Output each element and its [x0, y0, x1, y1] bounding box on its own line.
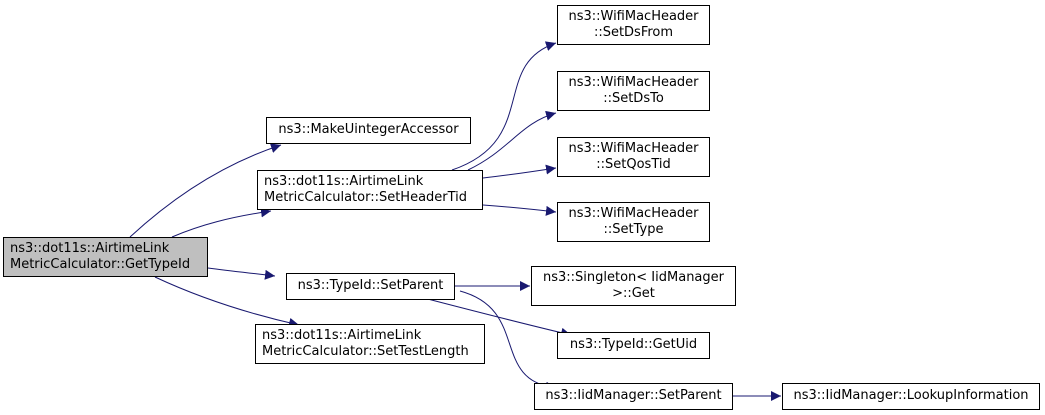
- node-typeid-setparent[interactable]: ns3::TypeId::SetParent: [286, 273, 455, 300]
- node-gettypeid: ns3::dot11s::AirtimeLink MetricCalculato…: [3, 237, 208, 277]
- node-setqostid-line1: ns3::WifiMacHeader: [568, 141, 699, 156]
- edge-setheadertid-to-setqostid: [482, 164, 557, 179]
- node-setdsto-line2: ::SetDsTo: [603, 91, 664, 106]
- node-singleton-get-line1: ns3::Singleton< IidManager: [542, 270, 724, 285]
- node-settype-line2: ::SetType: [603, 222, 664, 237]
- node-iid-setparent[interactable]: ns3::IidManager::SetParent: [534, 383, 733, 410]
- node-singleton-get-line2: >::Get: [612, 286, 655, 301]
- node-setdsfrom[interactable]: ns3::WifiMacHeader ::SetDsFrom: [557, 5, 710, 45]
- edge-setheadertid-to-setdsfrom: [451, 41, 557, 171]
- node-setdsto[interactable]: ns3::WifiMacHeader ::SetDsTo: [557, 71, 710, 111]
- node-setqostid-line2: ::SetQosTid: [596, 157, 671, 172]
- node-settestlength-line2: MetricCalculator::SetTestLength: [262, 344, 469, 359]
- node-makeuintegeraccessor-label: ns3::MakeUintegerAccessor: [278, 122, 459, 137]
- node-getuid[interactable]: ns3::TypeId::GetUid: [557, 332, 710, 359]
- node-lookupinformation[interactable]: ns3::IidManager::LookupInformation: [782, 383, 1040, 410]
- node-typeid-setparent-label: ns3::TypeId::SetParent: [297, 278, 444, 293]
- edge-typeid-setparent-to-iid-setparent: [459, 290, 557, 392]
- node-lookupinformation-label: ns3::IidManager::LookupInformation: [793, 388, 1029, 403]
- edge-gettypeid-to-typeid-setparent: [207, 267, 276, 280]
- node-setdsto-line1: ns3::WifiMacHeader: [568, 75, 699, 90]
- node-setdsfrom-line2: ::SetDsFrom: [593, 25, 674, 40]
- node-setheadertid-line2: MetricCalculator::SetHeaderTid: [264, 190, 468, 205]
- edge-setheadertid-to-setdsto: [467, 110, 557, 171]
- edge-gettypeid-to-setheadertid: [171, 207, 272, 238]
- edge-setheadertid-to-settype: [482, 204, 557, 216]
- edge-gettypeid-to-settestlength: [154, 276, 300, 328]
- node-getuid-label: ns3::TypeId::GetUid: [569, 337, 698, 352]
- node-makeuintegeraccessor[interactable]: ns3::MakeUintegerAccessor: [266, 117, 471, 144]
- node-settestlength-line1: ns3::dot11s::AirtimeLink: [262, 328, 422, 343]
- node-setqostid[interactable]: ns3::WifiMacHeader ::SetQosTid: [557, 137, 710, 177]
- node-gettypeid-line1: ns3::dot11s::AirtimeLink: [10, 241, 170, 256]
- node-setdsfrom-line1: ns3::WifiMacHeader: [568, 9, 699, 24]
- node-iid-setparent-label: ns3::IidManager::SetParent: [545, 388, 722, 403]
- edge-typeid-setparent-to-getuid: [419, 296, 572, 338]
- node-setheadertid-line1: ns3::dot11s::AirtimeLink: [264, 174, 424, 189]
- node-singleton-get[interactable]: ns3::Singleton< IidManager >::Get: [531, 266, 736, 306]
- node-setheadertid[interactable]: ns3::dot11s::AirtimeLink MetricCalculato…: [257, 170, 483, 210]
- node-gettypeid-line2: MetricCalculator::GetTypeId: [10, 257, 191, 272]
- node-settype-line1: ns3::WifiMacHeader: [568, 206, 699, 221]
- node-settestlength[interactable]: ns3::dot11s::AirtimeLink MetricCalculato…: [255, 324, 485, 364]
- edge-gettypeid-to-makeuintegeraccessor: [129, 143, 282, 238]
- node-settype[interactable]: ns3::WifiMacHeader ::SetType: [557, 202, 710, 242]
